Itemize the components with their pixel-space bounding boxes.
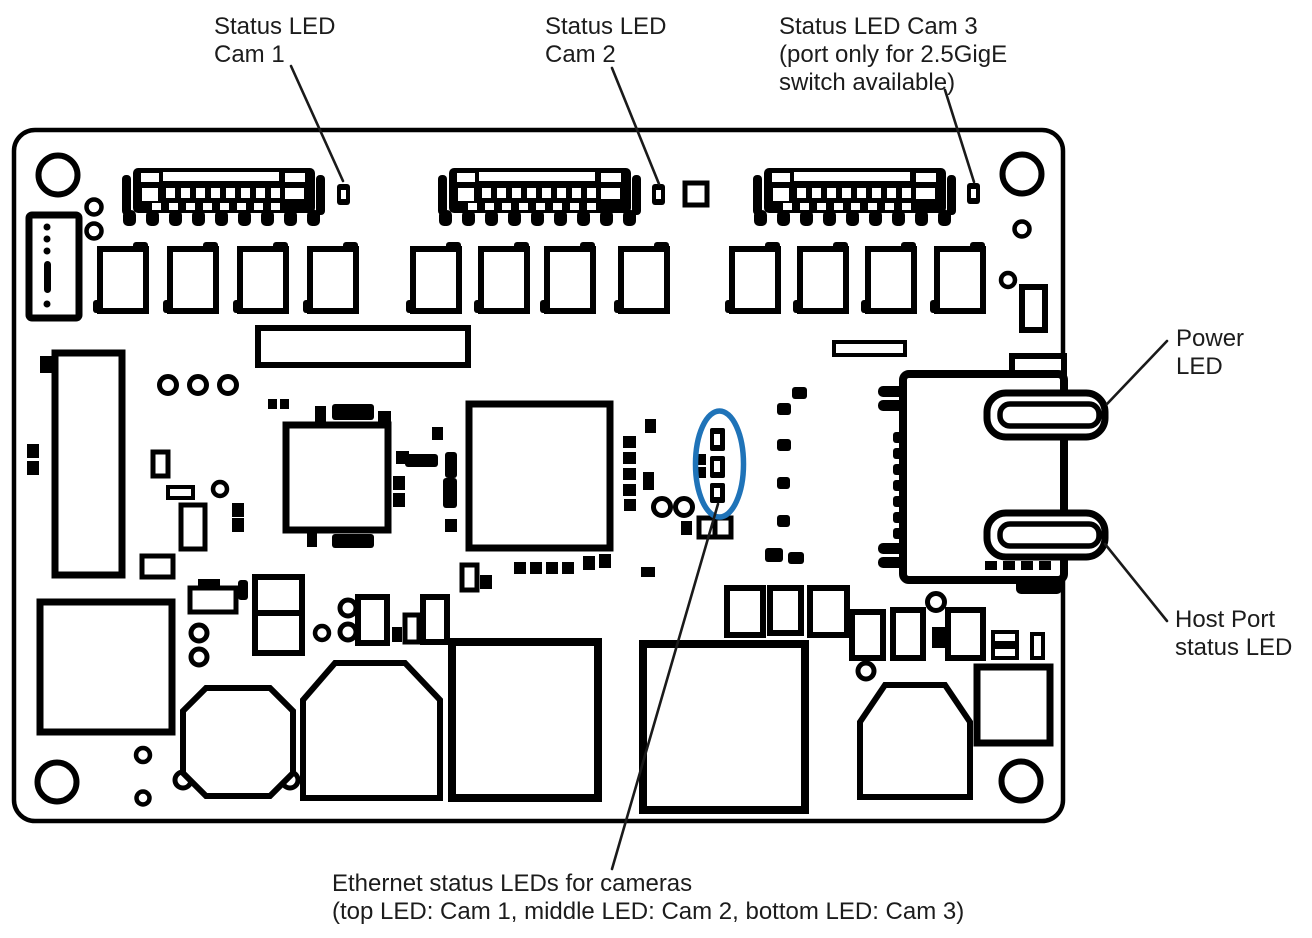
smd-pads <box>268 387 807 589</box>
bottom-right-component <box>973 663 1054 747</box>
small-square-component <box>682 180 710 208</box>
label-status-led-cam3: Status LED Cam 3 (port only for 2.5GigE … <box>779 13 1007 97</box>
label-line: status LED <box>1175 634 1293 661</box>
rj45-connector <box>878 353 1105 594</box>
bottom-center-module-right <box>639 640 809 814</box>
label-host-port-led: Host Port status LED <box>1175 606 1292 662</box>
label-line: Status LED Cam 3 <box>779 13 978 40</box>
tall-left-component <box>51 349 126 579</box>
label-line: (top LED: Cam 1, middle LED: Cam 2, bott… <box>332 898 965 925</box>
power-led-lens <box>987 393 1105 437</box>
label-line: Cam 1 <box>214 41 285 68</box>
label-line: (port only for 2.5GigE <box>779 41 1008 68</box>
label-line: Ethernet status LEDs for cameras <box>332 870 693 897</box>
pads-below-ellipse <box>696 515 734 540</box>
bottom-center-module-left <box>448 638 602 802</box>
inductor-octagon <box>180 685 296 799</box>
bottom-caps-row <box>724 585 1045 661</box>
leader-line-cam1 <box>289 64 345 183</box>
bottom-left-cluster <box>187 574 450 656</box>
label-line: switch available) <box>779 69 956 96</box>
right-edge-component <box>1019 284 1048 333</box>
camera-connector-3 <box>753 168 956 226</box>
ethernet-status-leds <box>710 428 725 503</box>
status-led-cam2 <box>652 184 665 205</box>
leader-line-host <box>1103 542 1169 623</box>
status-led-cam3 <box>967 183 980 204</box>
long-component <box>255 325 471 368</box>
label-status-led-cam2: Status LED Cam 2 <box>545 13 666 69</box>
leader-lines <box>289 64 1169 871</box>
host-port-led-lens <box>987 513 1105 557</box>
camera-connector-1 <box>122 168 325 226</box>
label-line: Cam 2 <box>545 41 616 68</box>
highlight-ellipse <box>692 408 747 520</box>
ic-chip-small <box>282 421 392 534</box>
status-led-cam1 <box>337 184 350 205</box>
label-line: Host Port <box>1175 606 1276 633</box>
camera-connector-2 <box>438 168 641 226</box>
via-circles <box>84 197 1032 807</box>
left-io-connector <box>25 211 83 322</box>
thin-bar-component <box>832 340 907 357</box>
inductor-chamfered-left <box>300 660 443 801</box>
label-power-led: Power LED <box>1176 325 1244 381</box>
left-mid-cluster <box>27 356 244 580</box>
leader-line-power <box>1105 339 1169 406</box>
label-status-led-cam1: Status LED Cam 1 <box>214 13 335 69</box>
small-part-below-ic <box>459 562 480 593</box>
label-ethernet-status-leds: Ethernet status LEDs for cameras (top LE… <box>332 870 964 926</box>
bottom-left-module <box>36 598 176 736</box>
leader-line-cam2 <box>610 66 661 186</box>
label-line: Status LED <box>214 13 336 40</box>
mounting-holes <box>34 151 1045 805</box>
rj45-pins <box>878 386 1062 594</box>
leader-line-cam3 <box>943 88 976 184</box>
leader-line-ethernet <box>610 502 720 871</box>
inductor-chamfered-right <box>857 682 973 800</box>
label-line: Power <box>1176 325 1245 352</box>
label-line: LED <box>1176 353 1223 380</box>
label-line: Status LED <box>545 13 667 40</box>
ic-chip-large <box>465 400 614 552</box>
